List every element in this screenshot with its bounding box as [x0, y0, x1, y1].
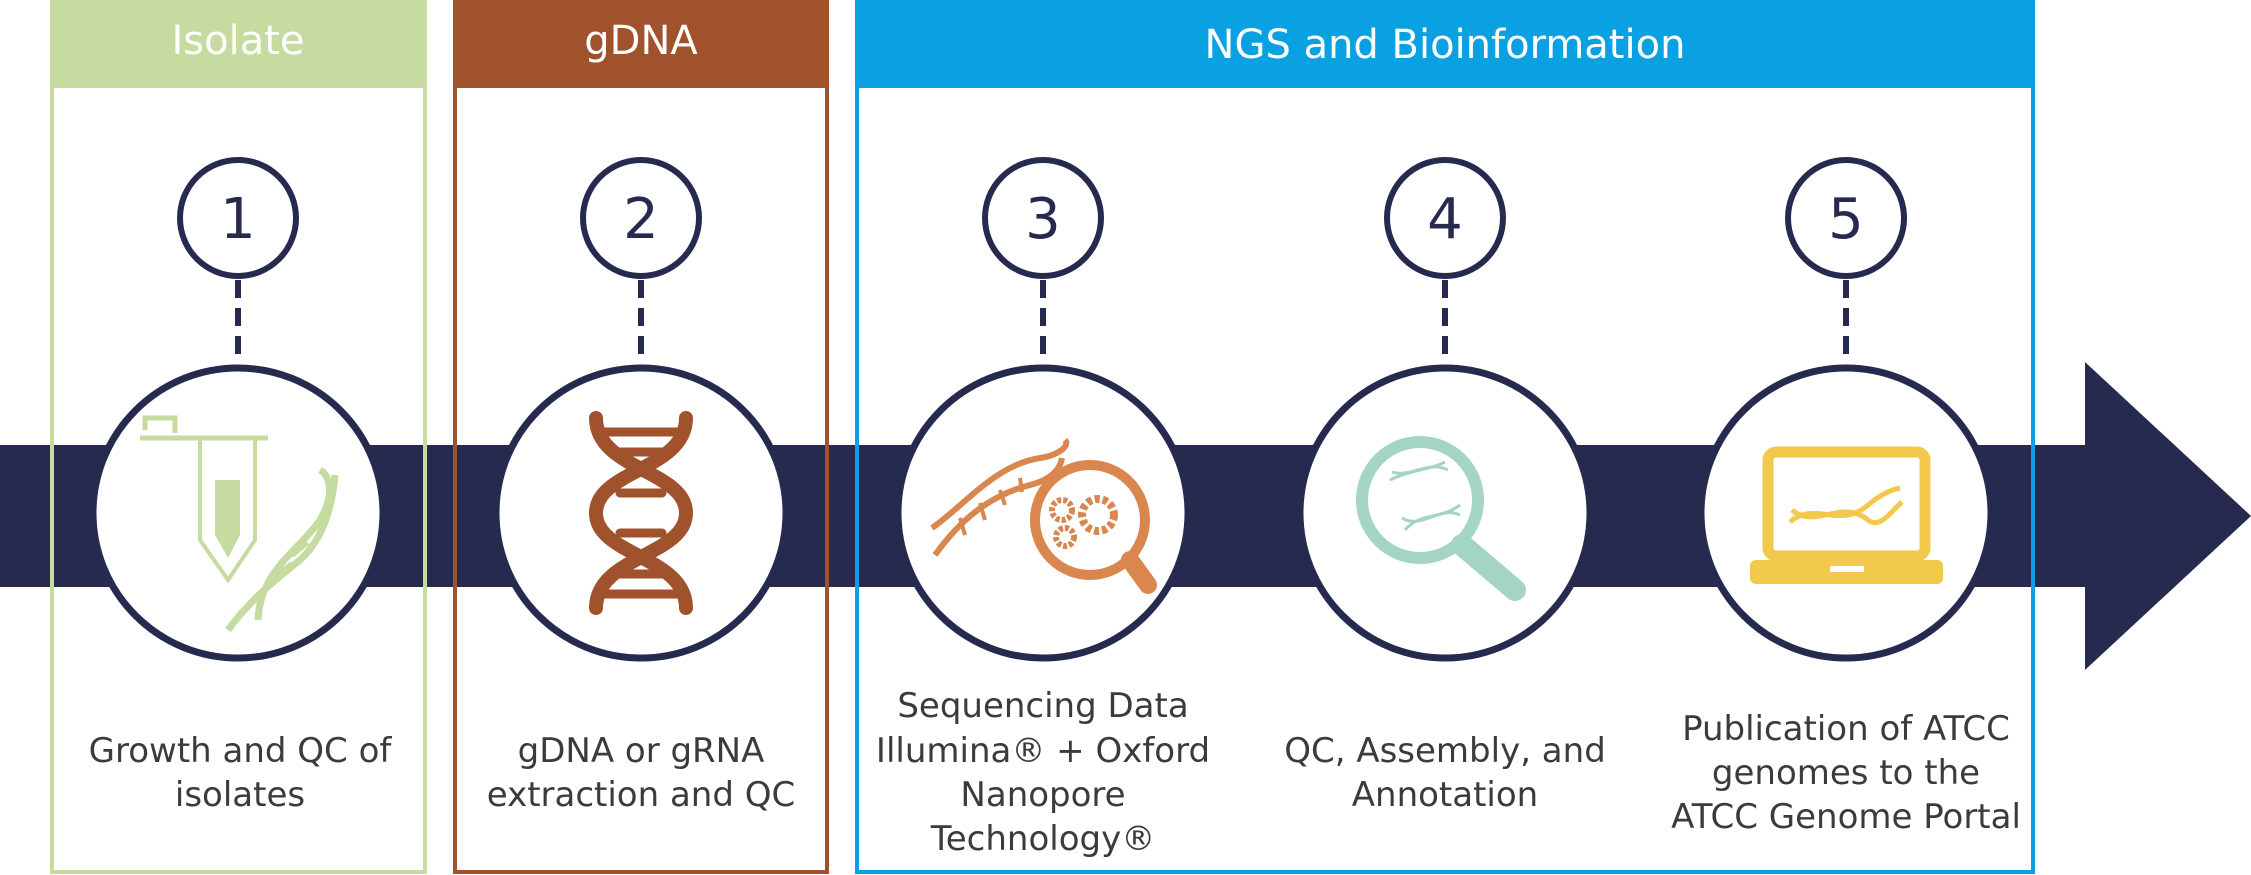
- magnifier-dna-icon: [1356, 436, 1526, 601]
- caption-1-line-1: Growth and QC of: [89, 731, 393, 771]
- caption-4: QC, Assembly, and Annotation: [1284, 731, 1606, 815]
- section-title-ngs: NGS and Bioinformation: [1205, 22, 1686, 68]
- step-2: 2: [492, 157, 790, 662]
- section-title-isolate: Isolate: [171, 18, 304, 64]
- caption-4-line-1: QC, Assembly, and: [1284, 731, 1606, 771]
- caption-3-line-2: Illumina® + Oxford: [876, 731, 1210, 771]
- caption-2-line-2: extraction and QC: [487, 775, 796, 815]
- caption-3: Sequencing Data Illumina® + Oxford Nanop…: [876, 686, 1210, 859]
- dna-magnifier-gears-icon: [930, 437, 1157, 594]
- step-number-3: 3: [1025, 187, 1061, 252]
- caption-3-line-1: Sequencing Data: [897, 686, 1188, 726]
- caption-5-line-1: Publication of ATCC: [1682, 709, 2010, 749]
- caption-5-line-2: genomes to the: [1712, 753, 1980, 793]
- dna-helix-icon: [588, 411, 694, 615]
- section-title-gdna: gDNA: [584, 18, 698, 64]
- caption-1-line-2: isolates: [175, 775, 305, 815]
- caption-5-line-3: ATCC Genome Portal: [1671, 797, 2021, 837]
- step-number-2: 2: [623, 187, 659, 252]
- step-4: 4: [1296, 157, 1594, 662]
- section-isolate: Isolate: [50, 0, 427, 874]
- section-gdna: gDNA: [453, 0, 829, 874]
- caption-4-line-2: Annotation: [1352, 775, 1538, 815]
- step-number-5: 5: [1828, 187, 1864, 252]
- caption-1: Growth and QC of isolates: [89, 731, 393, 815]
- caption-5: Publication of ATCC genomes to the ATCC …: [1671, 709, 2021, 837]
- pipette-dna-icon: [140, 415, 339, 633]
- step-3: 3: [894, 157, 1192, 662]
- laptop-dna-icon: [1750, 446, 1943, 584]
- step-number-1: 1: [220, 187, 256, 252]
- caption-3-line-3: Nanopore: [960, 775, 1125, 815]
- step-5: 5: [1697, 157, 1995, 662]
- step-1: 1: [89, 157, 387, 662]
- caption-2-line-1: gDNA or gRNA: [518, 731, 765, 771]
- caption-2: gDNA or gRNA extraction and QC: [487, 731, 796, 815]
- step-number-4: 4: [1427, 187, 1463, 252]
- section-ngs: NGS and Bioinformation: [855, 0, 2035, 874]
- caption-3-line-4: Technology®: [930, 819, 1155, 859]
